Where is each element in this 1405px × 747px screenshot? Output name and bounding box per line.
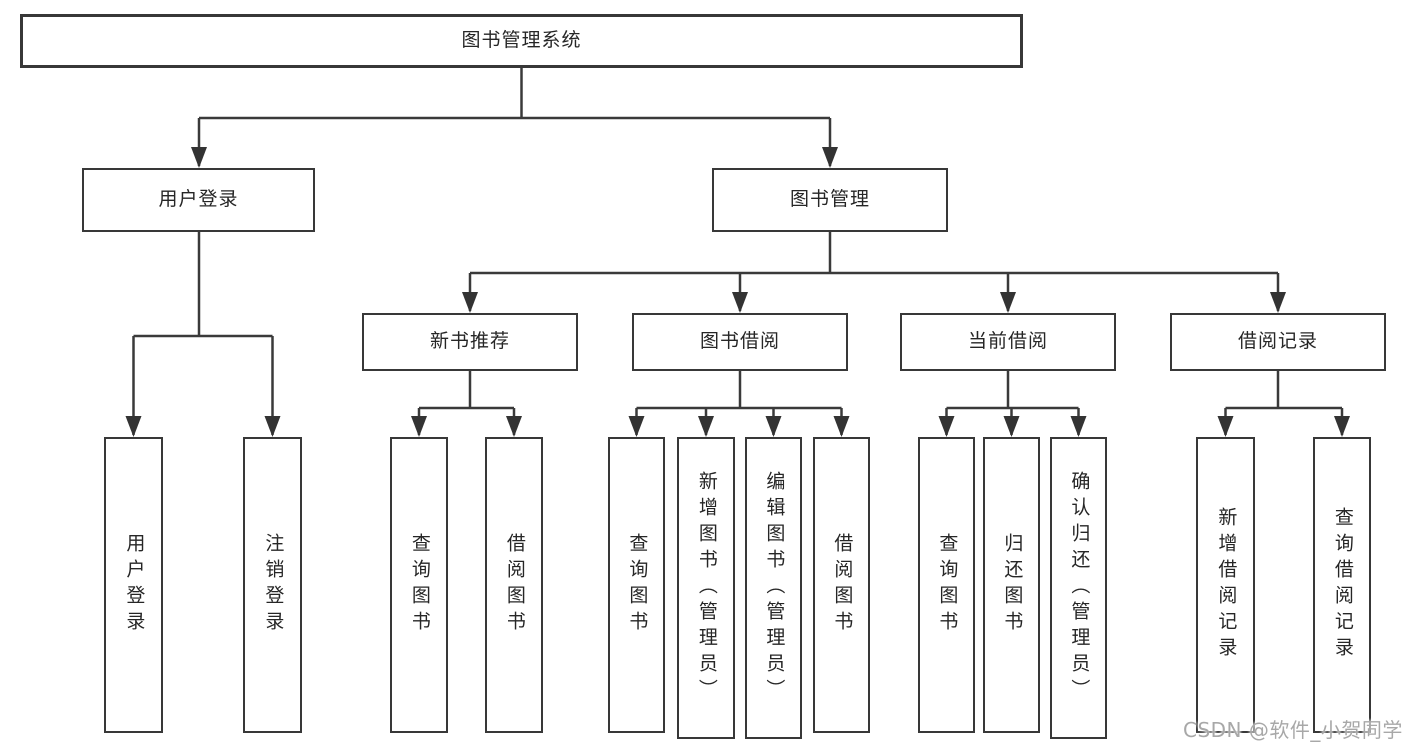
node-leaf-query-books-borrowing: 查询图书 [608,437,665,733]
arrowhead [1270,292,1286,313]
arrowhead [1334,416,1350,437]
node-leaf-add-books-admin: 新增图书（管理员） [677,437,735,739]
arrowhead [628,416,645,437]
node-leaf-user-login: 用户登录 [104,437,163,733]
arrowhead [698,416,714,437]
node-leaf-add-borrow-record: 新增借阅记录 [1196,437,1255,733]
node-book-management: 图书管理 [712,168,948,232]
node-user-login: 用户登录 [82,168,315,232]
arrowhead [125,416,142,437]
arrowhead [1070,416,1087,437]
node-current-borrowing: 当前借阅 [900,313,1116,371]
node-leaf-borrow-books-borrowing: 借阅图书 [813,437,870,733]
arrowhead [462,292,478,313]
node-leaf-logout: 注销登录 [243,437,302,733]
node-borrowing-records: 借阅记录 [1170,313,1386,371]
arrowhead [1003,416,1020,437]
node-leaf-query-borrow-record: 查询借阅记录 [1313,437,1371,733]
arrowhead [938,416,955,437]
node-leaf-query-books-recommend: 查询图书 [390,437,448,733]
arrowhead [833,416,850,437]
arrowhead [1000,292,1016,313]
arrowhead [191,147,207,168]
node-book-borrowing: 图书借阅 [632,313,848,371]
node-root-system: 图书管理系统 [20,14,1023,68]
arrowhead [411,416,427,437]
node-leaf-edit-books-admin: 编辑图书（管理员） [745,437,802,739]
node-leaf-return-books: 归还图书 [983,437,1040,733]
node-leaf-query-books-current: 查询图书 [918,437,975,733]
arrowhead [1217,416,1234,437]
node-leaf-borrow-books-recommend: 借阅图书 [485,437,543,733]
node-leaf-confirm-return-admin: 确认归还（管理员） [1050,437,1107,739]
arrowhead [264,416,281,437]
arrowhead [822,147,838,168]
node-new-book-recommend: 新书推荐 [362,313,578,371]
arrowhead [765,416,782,437]
csdn-watermark: CSDN @软件_小贺同学 [1183,718,1403,742]
arrowhead [506,416,522,437]
arrowhead [732,292,748,313]
